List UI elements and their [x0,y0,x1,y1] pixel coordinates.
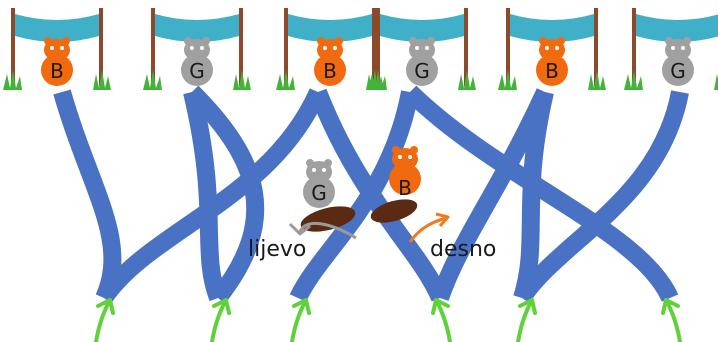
right-arrow-icon [408,216,447,243]
river-channel [185,85,265,304]
moving-beaver-gray: G lijevo [248,159,357,262]
gate: G [368,8,476,90]
direction-label-right: desno [430,237,496,262]
river-channel [514,90,689,304]
river-network [53,85,689,304]
beaver-tail [300,206,356,232]
up-arrow-icon [431,298,452,342]
gate: B [276,8,384,90]
gate-letter: G [670,59,686,83]
river-channel [403,85,679,303]
river-channel [53,89,122,302]
gate: G [143,8,251,90]
gate-letter: B [545,59,559,83]
river-channel [289,90,419,302]
gate: B [3,8,111,90]
gate-letter: B [50,59,64,83]
left-arrow-icon [298,221,357,240]
river-channel [431,88,554,301]
gate-row: B G B G B G [3,8,718,90]
beaver-letter: B [398,176,412,200]
beaver-letter: G [311,181,327,205]
river-channel [96,88,327,304]
up-arrow-icon [94,298,115,342]
gate: B [498,8,606,90]
gate: G [624,8,718,90]
moving-beaver-orange: B desno [370,146,496,262]
up-arrow-icon [661,298,682,342]
up-arrow-icon [516,298,537,342]
direction-label-left: lijevo [248,237,306,262]
entry-arrows [94,298,682,342]
up-arrow-icon [290,298,311,342]
up-arrow-icon [210,298,231,342]
gate-letter: G [414,59,430,83]
beaver-tail [370,199,418,223]
gate-letter: G [189,59,205,83]
gate-letter: B [323,59,337,83]
